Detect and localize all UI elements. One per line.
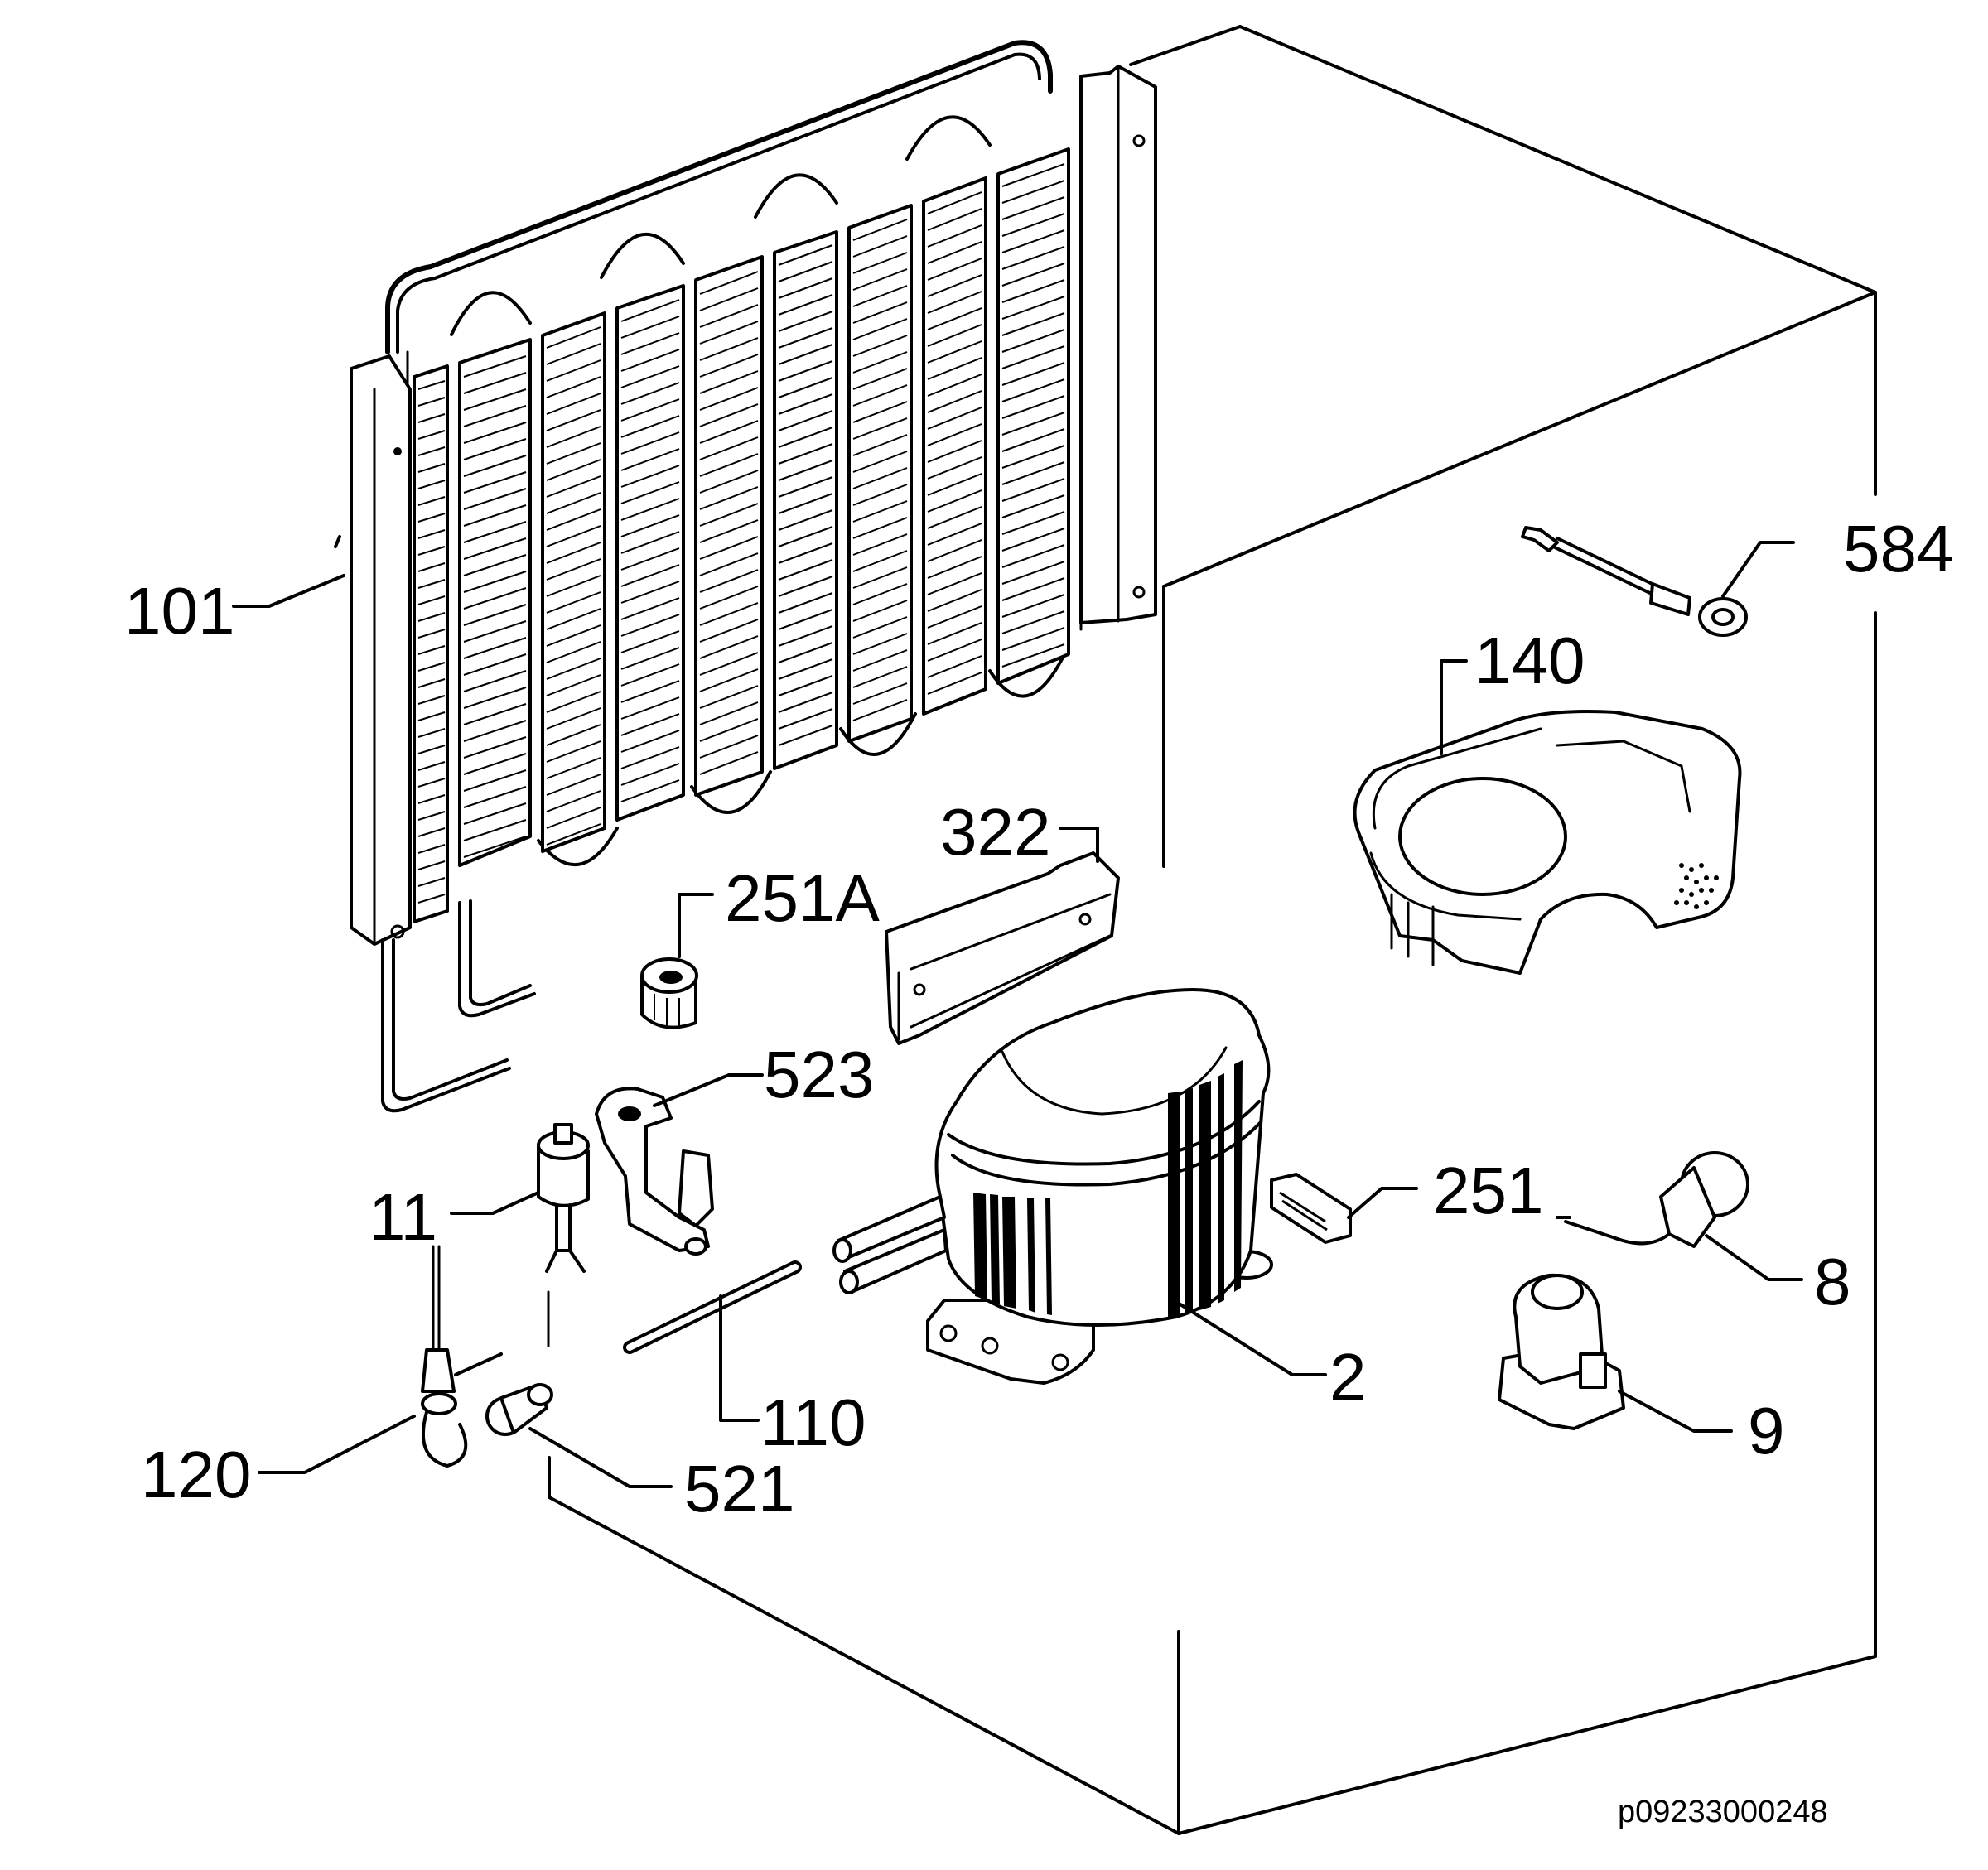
part-251a-grommet [640,957,698,1029]
callout-110: 110 [760,1386,866,1459]
callout-9: 9 [1748,1394,1785,1468]
part-322-mounting-rail [885,851,1120,1045]
part-584-sensor-grommet [1521,526,1748,637]
part-110-tube [623,1260,802,1354]
condenser-tube-ends [381,899,536,1113]
part-523-clip-bracket [595,1087,714,1256]
callout-584: 584 [1843,512,1953,586]
part-8-component [1556,1151,1749,1248]
callout-251a: 251A [725,861,880,935]
condenser-right-bracket [1079,65,1157,624]
callout-120: 120 [141,1438,251,1511]
callout-140: 140 [1474,624,1585,697]
part-251-connector [1270,1173,1352,1244]
callout-8: 8 [1814,1245,1851,1318]
callout-322: 322 [940,795,1050,869]
part-2-compressor [832,988,1273,1385]
part-521-plug [485,1383,553,1436]
callout-523: 523 [764,1038,874,1111]
part-140-drip-tray [1353,710,1742,975]
condenser [350,40,1157,1113]
callout-labels: 101 584 140 322 251A 523 11 251 8 2 110 … [124,512,1953,1525]
part-120-component [421,1245,503,1468]
part-9-component [1498,1273,1625,1430]
condenser-fins [413,147,1070,923]
callout-101: 101 [124,574,234,648]
condenser-left-bracket [350,354,412,946]
cabinet-outline [548,25,1877,1835]
callout-2: 2 [1329,1340,1367,1414]
leader-lines [232,535,1803,1488]
callout-521: 521 [684,1452,794,1525]
callout-251: 251 [1433,1154,1543,1227]
part-11-component [537,1123,590,1347]
drawing-code: p09233000248 [1618,1795,1828,1829]
callout-11: 11 [369,1180,437,1254]
